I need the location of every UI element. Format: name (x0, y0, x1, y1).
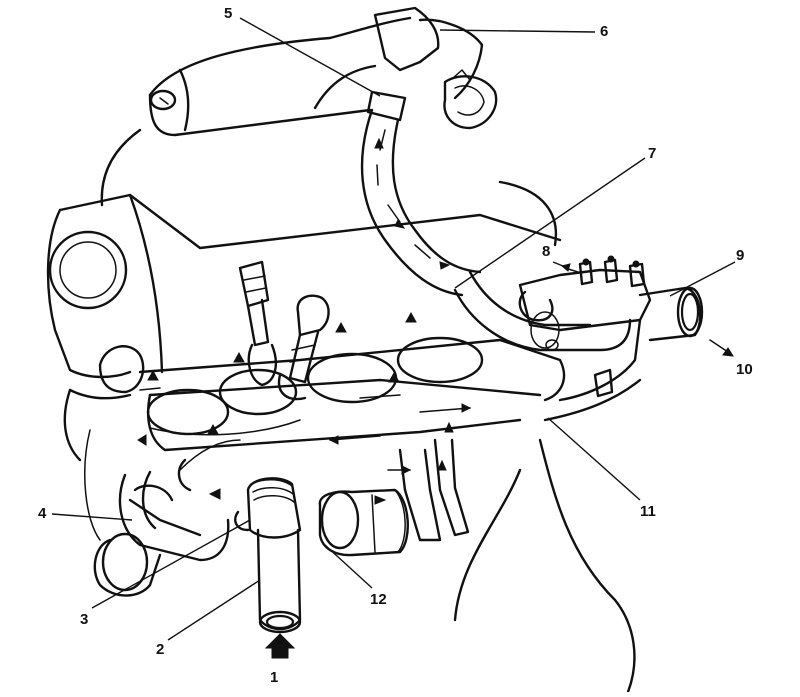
valves (147, 260, 417, 435)
leader-12 (324, 544, 373, 589)
label-11: 11 (640, 503, 656, 520)
leader-9 (669, 261, 736, 297)
leader-5 (239, 17, 381, 97)
engine-outline (84, 128, 636, 694)
label-2: 2 (156, 641, 165, 658)
leader-lines (51, 17, 736, 641)
cylinder-head (46, 193, 566, 462)
leader-7 (454, 157, 646, 289)
upper-hose (360, 90, 482, 297)
label-3: 3 (80, 611, 89, 628)
valve-cover (148, 6, 498, 137)
lower-assembly (93, 421, 470, 659)
label-8: 8 (542, 243, 551, 260)
outlet-pipe (453, 255, 734, 422)
leader-6 (439, 29, 596, 33)
label-9: 9 (736, 247, 745, 264)
label-10: 10 (736, 361, 753, 378)
leader-3 (91, 519, 251, 609)
leader-2 (167, 579, 261, 641)
leader-11 (547, 417, 641, 501)
coolant-passage (139, 387, 472, 445)
label-1: 1 (270, 669, 279, 686)
label-5: 5 (224, 5, 233, 22)
label-7: 7 (648, 145, 657, 162)
label-12: 12 (370, 591, 387, 608)
leader-4 (51, 513, 133, 521)
label-6: 6 (600, 23, 609, 40)
leader-8 (552, 261, 569, 269)
label-4: 4 (38, 505, 47, 522)
